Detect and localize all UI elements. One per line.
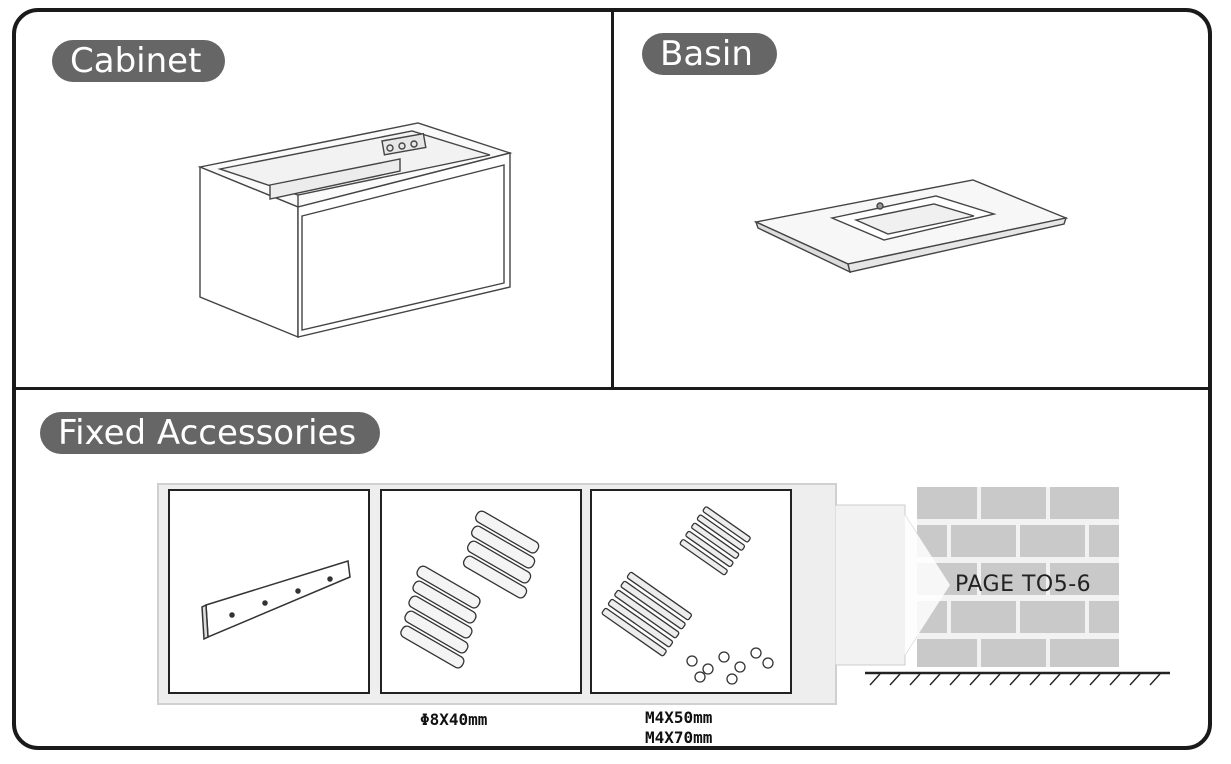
cabinet-illustration [197,122,513,339]
screw-size-1: M4X50mm [645,708,713,727]
basin-title: Basin [642,33,777,75]
accessories-title: Fixed Accessories [40,412,381,454]
screw-size-2: M4X70mm [645,728,713,747]
wall-plugs-box [380,489,582,694]
wall-reference-graphic [835,487,1170,686]
mounting-rail-icon [201,560,351,641]
screw-icon [601,506,774,685]
screws-box [590,489,792,694]
vertical-divider [611,8,614,390]
page-reference: PAGE TO5-6 [955,572,1092,597]
cabinet-title: Cabinet [52,40,226,82]
horizontal-divider [14,387,1210,390]
basin-illustration [753,179,1069,274]
wall-plug-size: Φ8X40mm [420,710,488,729]
wall-plug-icon [400,510,540,669]
mounting-rail-box [168,489,370,694]
